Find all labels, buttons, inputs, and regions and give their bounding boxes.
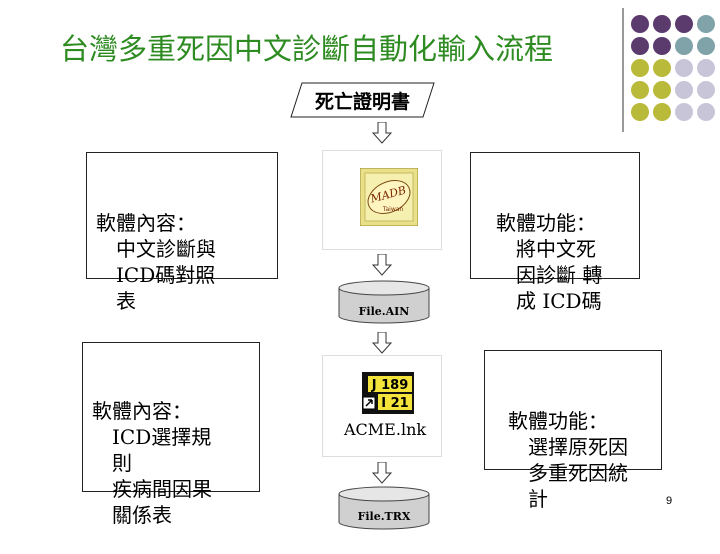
software-function-text-1: 軟體功能： 將中文死 因診斷 轉 成 ICD碼	[496, 211, 603, 313]
decorative-dot	[631, 81, 649, 99]
down-arrow-icon	[372, 122, 392, 144]
decorative-dot	[675, 37, 693, 55]
file-ain-database	[338, 280, 430, 324]
acme-shortcut-label: ACME.lnk	[344, 420, 427, 439]
decorative-dot	[653, 15, 671, 33]
decorative-dot	[697, 59, 715, 77]
down-arrow-icon	[372, 332, 392, 354]
file-trx-label: File.TRX	[357, 510, 411, 523]
software-content-box-1	[86, 152, 278, 279]
svg-text:Taiwan: Taiwan	[382, 206, 404, 213]
file-trx-database	[338, 486, 430, 530]
software-function-box-2	[484, 350, 662, 470]
decorative-dot	[675, 59, 693, 77]
page-title: 台灣多重死因中文診斷自動化輸入流程	[60, 32, 554, 66]
decorative-dot	[653, 81, 671, 99]
software-content-text-1: 軟體內容： 中文診斷與 ICD碼對照 表	[96, 211, 216, 313]
decorative-dot	[697, 37, 715, 55]
decorative-dot	[653, 103, 671, 121]
decorative-dot	[653, 59, 671, 77]
decorative-dot	[675, 15, 693, 33]
divider-line	[622, 8, 624, 132]
input-parallelogram	[290, 82, 435, 118]
page-number: 9	[666, 495, 673, 507]
madb-program-icon[interactable]: MADB Taiwan	[360, 168, 418, 226]
decorative-dot	[697, 81, 715, 99]
input-label: 死亡證明書	[314, 90, 410, 113]
madb-program-frame	[322, 150, 442, 250]
software-function-text-2: 軟體功能： 選擇原死因 多重死因統 計	[508, 409, 628, 511]
svg-text:I 21: I 21	[381, 396, 408, 411]
svg-text:J 189: J 189	[371, 378, 409, 393]
software-function-box-1	[470, 152, 640, 279]
decorative-dot	[697, 103, 715, 121]
down-arrow-icon	[372, 254, 392, 276]
software-content-box-2	[82, 342, 260, 492]
decorative-dot	[653, 37, 671, 55]
decorative-dot	[631, 103, 649, 121]
decorative-dot	[631, 59, 649, 77]
decorative-dots	[631, 15, 715, 121]
decorative-dot	[675, 103, 693, 121]
software-content-text-2: 軟體內容： ICD選擇規 則 疾病間因果 關係表	[92, 399, 212, 527]
decorative-dot	[631, 15, 649, 33]
file-ain-label: File.AIN	[358, 305, 410, 318]
decorative-dot	[675, 81, 693, 99]
acme-program-frame	[322, 355, 442, 457]
decorative-dot	[631, 37, 649, 55]
decorative-dot	[697, 15, 715, 33]
acme-program-icon[interactable]: J 189 I 21	[362, 372, 414, 414]
down-arrow-icon	[372, 462, 392, 484]
